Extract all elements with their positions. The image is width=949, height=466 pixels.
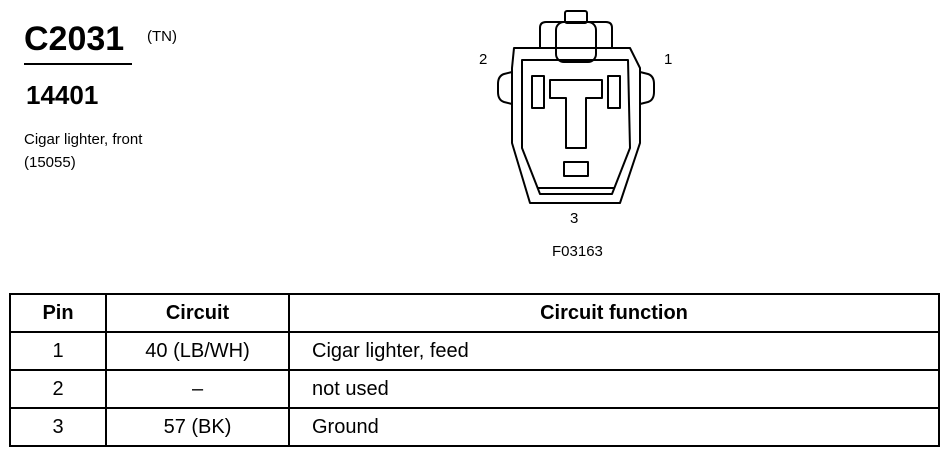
header-circuit-function: Circuit function xyxy=(288,293,940,333)
cell-circuit: – xyxy=(105,369,290,409)
connector-color-code: (TN) xyxy=(147,28,177,45)
header-circuit: Circuit xyxy=(105,293,290,333)
latch-top xyxy=(564,10,588,24)
cell-function: Ground xyxy=(288,407,940,447)
harness-number: 14401 xyxy=(26,80,99,110)
pin-label-3: 3 xyxy=(570,210,579,227)
cell-circuit: 40 (LB/WH) xyxy=(105,331,290,371)
center-t-cavity xyxy=(549,79,603,149)
table-row: 3 57 (BK) Ground xyxy=(9,407,940,447)
connector-id: C2031 xyxy=(24,20,125,58)
cavity-pin-2 xyxy=(531,75,545,109)
description-line-1: Cigar lighter, front xyxy=(24,131,143,148)
header-pin: Pin xyxy=(9,293,107,333)
connector-face-drawing xyxy=(497,10,655,204)
cell-pin: 2 xyxy=(9,369,107,409)
description-line-2: (15055) xyxy=(24,154,76,171)
pin-label-1: 1 xyxy=(664,51,673,68)
cavity-pin-1 xyxy=(607,75,621,109)
cell-pin: 3 xyxy=(9,407,107,447)
latch-frame xyxy=(539,21,613,48)
pin-label-2: 2 xyxy=(479,51,488,68)
latch-tab xyxy=(555,21,597,63)
housing-outline xyxy=(511,47,641,204)
cell-pin: 1 xyxy=(9,331,107,371)
cell-function: Cigar lighter, feed xyxy=(288,331,940,371)
cell-function: not used xyxy=(288,369,940,409)
table-row: 2 – not used xyxy=(9,369,940,409)
table-row: 1 40 (LB/WH) Cigar lighter, feed xyxy=(9,331,940,371)
left-ear xyxy=(497,71,513,105)
table-header-row: Pin Circuit Circuit function xyxy=(9,293,940,333)
cell-circuit: 57 (BK) xyxy=(105,407,290,447)
figure-id: F03163 xyxy=(552,243,603,260)
right-ear xyxy=(639,71,655,105)
cavity-pin-3 xyxy=(563,161,589,177)
title-rule xyxy=(24,63,132,65)
housing-inner xyxy=(521,59,631,195)
pin-table: Pin Circuit Circuit function 1 40 (LB/WH… xyxy=(9,293,940,447)
